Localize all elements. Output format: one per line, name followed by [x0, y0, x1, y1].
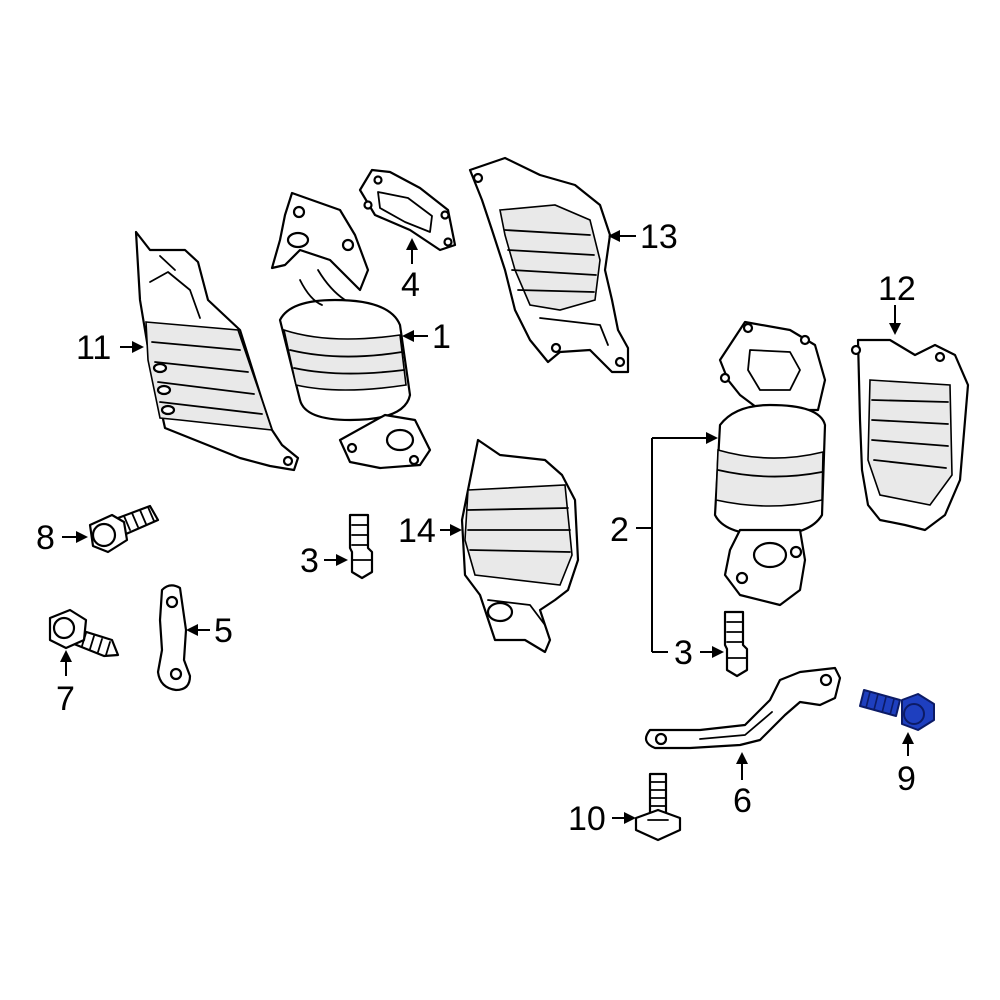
callout-6: 6 — [733, 782, 752, 820]
part-14-converter-shield[interactable] — [460, 438, 580, 654]
part-8-bolt[interactable] — [88, 504, 160, 554]
part-11-heat-shield[interactable] — [134, 230, 300, 472]
callout-10: 10 — [568, 800, 606, 838]
part-12-heat-shield[interactable] — [850, 338, 970, 532]
callout-11: 11 — [76, 329, 111, 367]
part-7-bolt[interactable] — [48, 608, 120, 658]
callout-5: 5 — [214, 612, 233, 650]
part-3-stud-left[interactable] — [348, 513, 374, 580]
part-5-bracket[interactable] — [156, 584, 192, 692]
callout-2: 2 — [610, 511, 629, 549]
callout-9: 9 — [897, 760, 916, 798]
callout-13: 13 — [640, 218, 678, 256]
callout-1: 1 — [432, 318, 451, 356]
callout-4: 4 — [401, 266, 420, 304]
part-9-bolt-highlighted[interactable] — [859, 689, 935, 731]
part-1-catalytic-converter[interactable] — [270, 191, 432, 470]
callout-3-right: 3 — [674, 634, 693, 672]
leader-lines — [60, 230, 914, 824]
part-4-gasket[interactable] — [358, 168, 457, 252]
callout-7: 7 — [56, 680, 75, 718]
callout-12: 12 — [878, 270, 916, 308]
callout-labels: 1 2 3 3 4 5 6 7 8 9 10 11 12 13 14 — [36, 218, 916, 838]
callout-14: 14 — [398, 512, 436, 550]
part-10-bolt[interactable] — [634, 772, 682, 842]
part-13-heat-shield[interactable] — [468, 156, 630, 374]
part-3-stud-right[interactable] — [723, 610, 749, 678]
callout-3-left: 3 — [300, 542, 319, 580]
part-6-bracket[interactable] — [644, 666, 842, 750]
callout-8: 8 — [36, 519, 55, 557]
part-2-catalytic-converter[interactable] — [713, 320, 827, 607]
